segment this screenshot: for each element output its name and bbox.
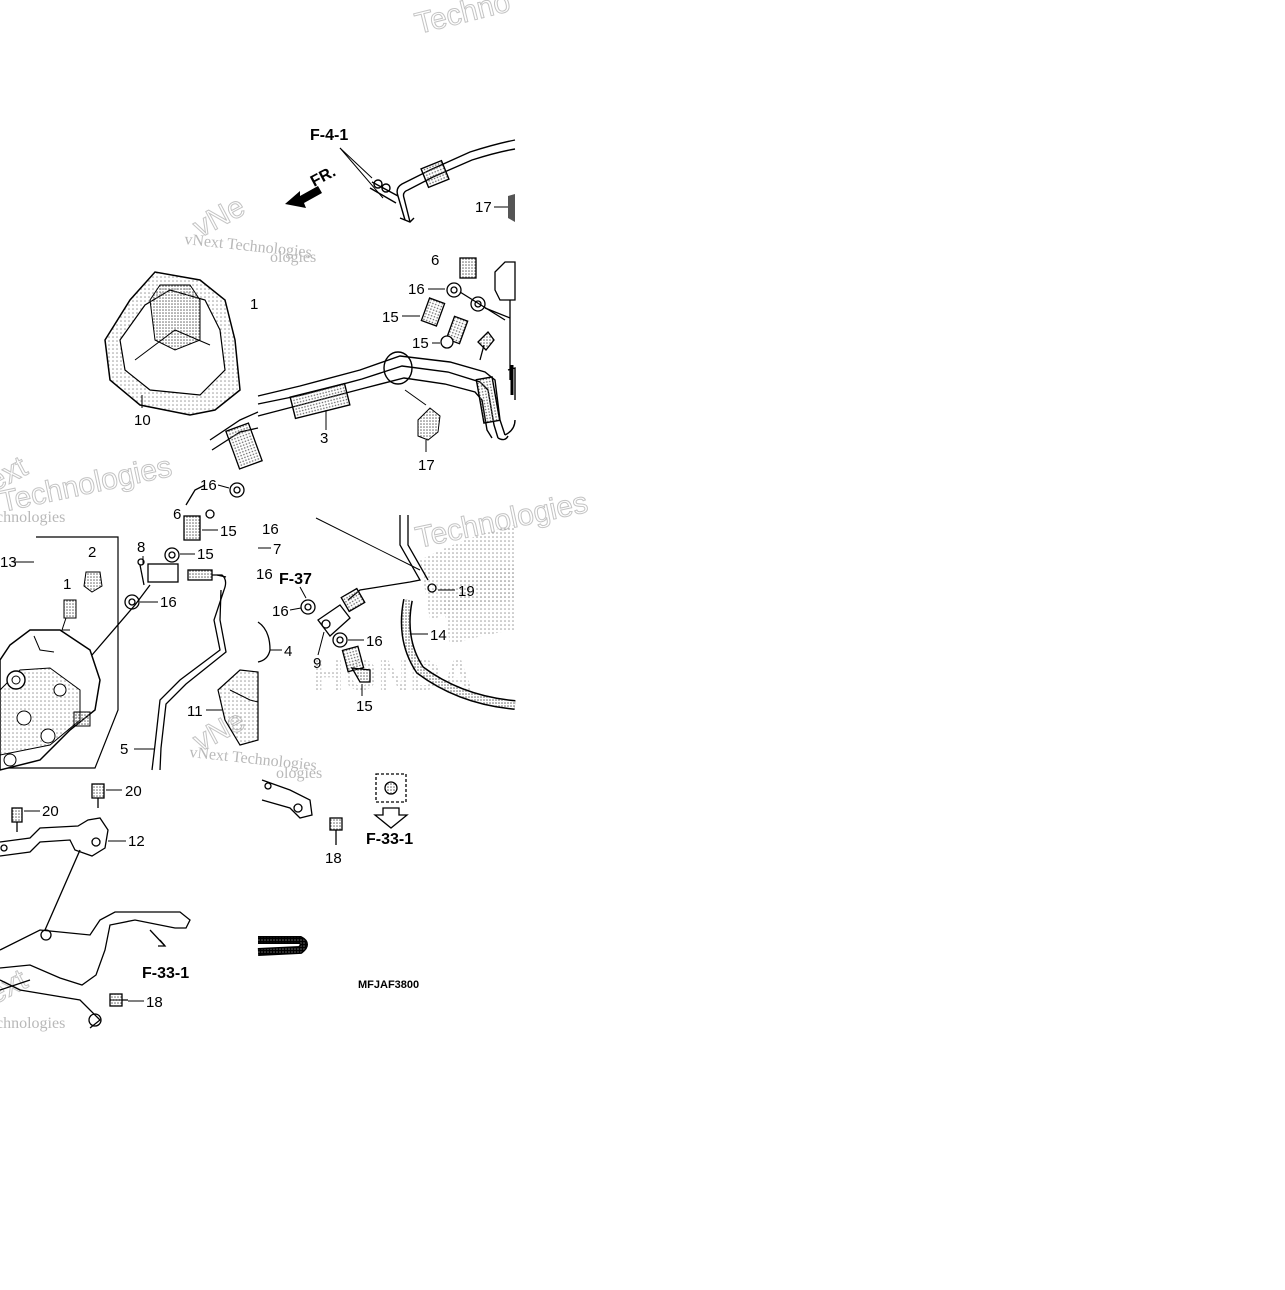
callout-15-caliper: 15 <box>356 698 373 715</box>
callout-13: 13 <box>0 554 17 571</box>
callout-16-mid: 15 <box>197 546 214 563</box>
watermark-top-right: Techno <box>412 0 514 41</box>
callout-12: 12 <box>128 833 145 850</box>
callout-7: 7 <box>273 541 281 558</box>
abs-modulator-unit <box>0 536 119 771</box>
watermark-chnologies-bottom: chnologies <box>0 1015 65 1032</box>
callout-15-upper-a: 15 <box>382 309 399 326</box>
ref-f-37: F-37 <box>279 571 312 588</box>
callout-8: 8 <box>137 539 145 556</box>
callout-1-upper: 1 <box>250 296 258 313</box>
lower-bracket <box>0 783 191 1029</box>
upper-right-fasteners <box>420 257 516 380</box>
callout-16-center-a: 16 <box>262 521 279 538</box>
callout-16-caliper-a: 16 <box>272 603 289 620</box>
callout-4: 4 <box>284 643 292 660</box>
callout-20-upper: 20 <box>125 783 142 800</box>
callout-3: 3 <box>320 430 328 447</box>
callout-20-lower: 20 <box>42 803 59 820</box>
callout-16-center-b: 16 <box>256 566 273 583</box>
callout-6-upper: 6 <box>431 252 439 269</box>
front-direction-marker: FR. <box>285 163 339 208</box>
callout-10: 10 <box>134 412 151 429</box>
ref-f-4-1: F-4-1 <box>310 127 348 144</box>
front-label: FR. <box>308 163 339 190</box>
callout-1-lower: 1 <box>63 576 71 593</box>
caliper-hose-assembly <box>300 515 516 710</box>
callout-18-left: 18 <box>146 994 163 1011</box>
callout-14: 14 <box>430 627 447 644</box>
callout-2: 2 <box>88 544 96 561</box>
callout-6-lower: 6 <box>173 506 181 523</box>
callout-15-mid: 15 <box>220 523 237 540</box>
watermark-ologies-1: ologies <box>270 249 316 266</box>
callout-16-caliper-b: 16 <box>366 633 383 650</box>
bracket-11 <box>217 669 259 746</box>
ref-f-33-1-right: F-33-1 <box>366 831 413 848</box>
callout-15-upper-b: 15 <box>412 335 429 352</box>
callout-19: 19 <box>458 583 475 600</box>
watermark-ext-bottom: ext <box>0 963 33 1011</box>
callout-11: 11 <box>187 703 203 720</box>
callout-16-upper: 16 <box>408 281 425 298</box>
ref-f-33-1-left: F-33-1 <box>142 965 189 982</box>
callout-16-lowleft: 16 <box>160 594 177 611</box>
drawing-code: MFJAF3800 <box>358 979 419 991</box>
pipe-joint-left <box>185 411 263 519</box>
clamp-17 <box>404 389 441 452</box>
brake-pipe-5 <box>91 515 227 771</box>
callout-17-top: 17 <box>475 199 492 216</box>
callout-9: 9 <box>313 655 321 672</box>
upper-brake-pipe <box>339 139 516 223</box>
modulator-cover <box>104 271 241 416</box>
watermark-chnologies-left: chnologies <box>0 509 65 526</box>
lower-right-parts <box>257 773 409 956</box>
callout-16-left: 16 <box>200 477 217 494</box>
watermark-ologies-2: ologies <box>276 765 322 782</box>
callout-17-middle: 17 <box>418 457 435 474</box>
callout-5: 5 <box>120 741 128 758</box>
front-arrow-icon <box>285 186 322 208</box>
brake-pipe-3 <box>257 351 516 441</box>
callout-18-right: 18 <box>325 850 342 867</box>
